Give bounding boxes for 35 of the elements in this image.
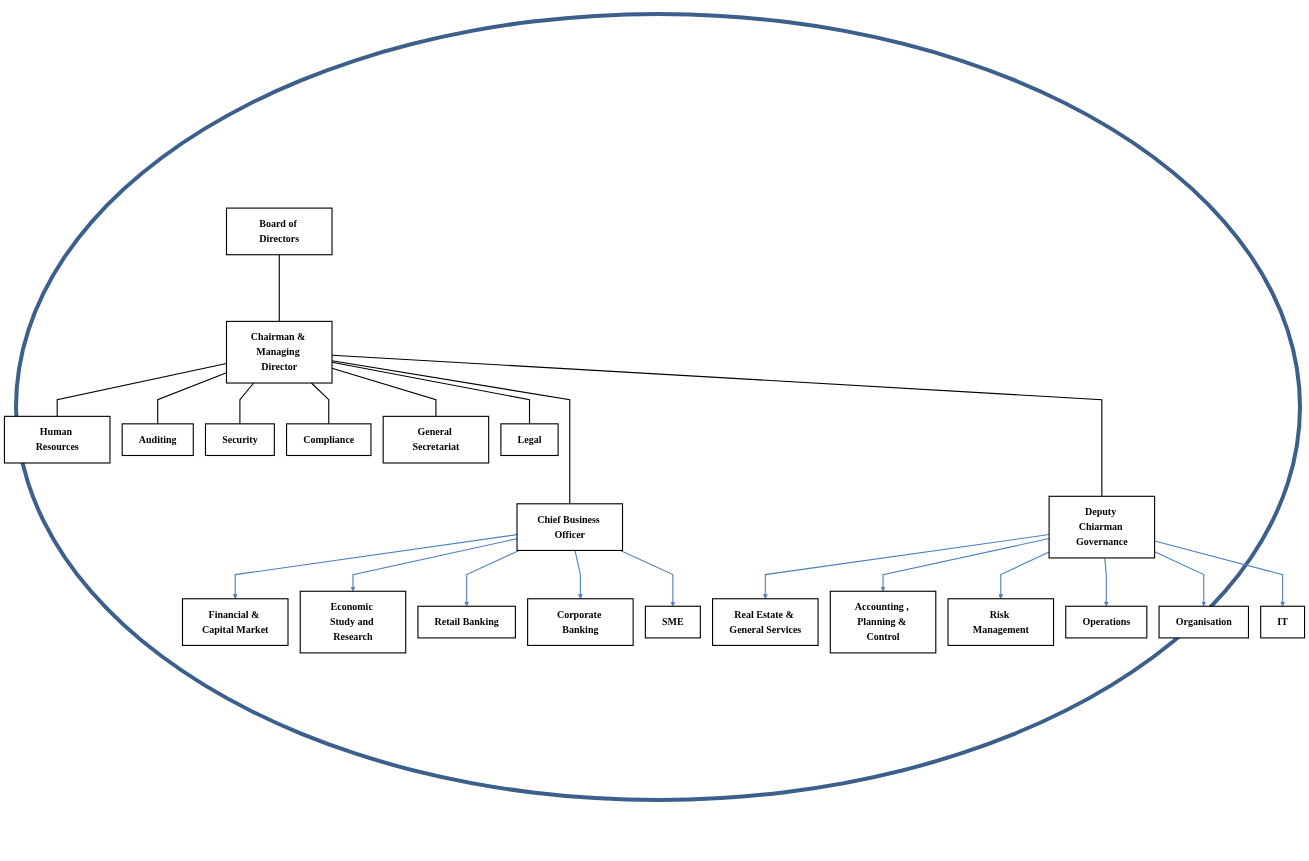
- arrow: [1103, 557, 1109, 607]
- connector: [278, 254, 280, 322]
- node-box: Deputy Chiarman Governance: [1048, 495, 1156, 559]
- node-box: Security: [204, 423, 275, 457]
- node-box: Accounting , Planning & Control: [829, 590, 937, 654]
- node-box: Real Estate & General Services: [712, 598, 819, 646]
- node-box: Operations: [1065, 605, 1148, 639]
- arrow: [1154, 551, 1207, 607]
- node-box: Human Resources: [3, 415, 111, 464]
- connector: [310, 382, 330, 425]
- node-box: Retail Banking: [417, 605, 516, 639]
- arrow: [1154, 540, 1286, 607]
- node-box: Organisation: [1158, 605, 1249, 639]
- node-box: Economic Study and Research: [299, 590, 407, 654]
- arrow: [998, 551, 1050, 599]
- node-box: SME: [644, 605, 701, 639]
- arrow: [619, 549, 676, 607]
- arrow: [350, 538, 518, 592]
- node-box: Compliance: [286, 423, 372, 457]
- node-box: Corporate Banking: [527, 598, 634, 646]
- node-box: General Secretariat: [382, 415, 490, 464]
- node-box: Chairman & Managing Director: [225, 320, 333, 384]
- node-box: IT: [1260, 605, 1306, 639]
- node-box: Risk Management: [947, 598, 1055, 646]
- arrow: [574, 549, 583, 599]
- node-box: Board of Directors: [225, 207, 333, 256]
- arrow: [232, 534, 518, 599]
- node-box: Auditing: [121, 423, 194, 457]
- node-box: Legal: [500, 423, 559, 457]
- arrow: [762, 534, 1050, 599]
- node-box: Financial & Capital Market: [181, 598, 289, 646]
- arrow: [464, 549, 520, 607]
- arrow: [880, 538, 1050, 592]
- node-box: Chief Business Officer: [516, 503, 624, 551]
- connector: [239, 382, 255, 425]
